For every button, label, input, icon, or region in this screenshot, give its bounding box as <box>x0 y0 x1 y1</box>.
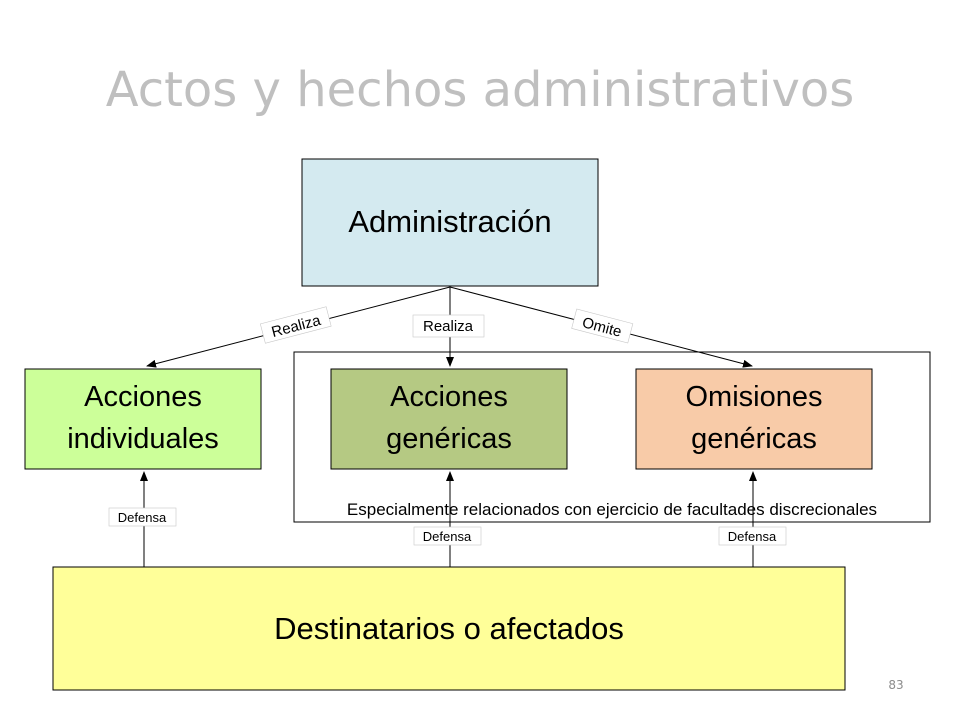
label-realiza-individual: Realiza <box>259 306 332 344</box>
slide-title: Actos y hechos administrativos <box>105 62 855 118</box>
svg-text:Realiza: Realiza <box>423 318 474 335</box>
svg-text:Acciones: Acciones <box>390 381 508 413</box>
page-number: 83 <box>888 678 904 692</box>
svg-text:Acciones: Acciones <box>84 381 202 413</box>
svg-text:Administración: Administración <box>348 204 551 239</box>
svg-text:Destinatarios o afectados: Destinatarios o afectados <box>274 611 624 646</box>
svg-text:genéricas: genéricas <box>386 423 512 455</box>
discretionary-group-frame <box>293 351 931 523</box>
node-destinatarios: Destinatarios o afectados <box>52 566 846 691</box>
svg-text:individuales: individuales <box>67 423 219 455</box>
svg-text:Defensa: Defensa <box>728 529 777 544</box>
svg-text:Omite: Omite <box>580 314 623 341</box>
svg-text:Defensa: Defensa <box>118 510 167 525</box>
node-acciones-individuales: Acciones individuales <box>24 368 262 470</box>
node-omisiones-genericas: Omisiones genéricas <box>635 368 873 470</box>
label-realiza-generica: Realiza <box>412 314 485 338</box>
svg-text:Defensa: Defensa <box>423 529 472 544</box>
svg-text:genéricas: genéricas <box>691 423 817 455</box>
label-defensa-individual: Defensa <box>108 507 177 527</box>
svg-text:Omisiones: Omisiones <box>686 381 823 413</box>
label-defensa-omision: Defensa <box>718 526 787 546</box>
label-omite: Omite <box>571 308 634 344</box>
node-administracion: Administración <box>301 158 599 287</box>
discretionary-group-label: Especialmente relacionados con ejercicio… <box>347 500 877 519</box>
node-acciones-genericas: Acciones genéricas <box>330 368 568 470</box>
label-defensa-generica: Defensa <box>413 526 482 546</box>
